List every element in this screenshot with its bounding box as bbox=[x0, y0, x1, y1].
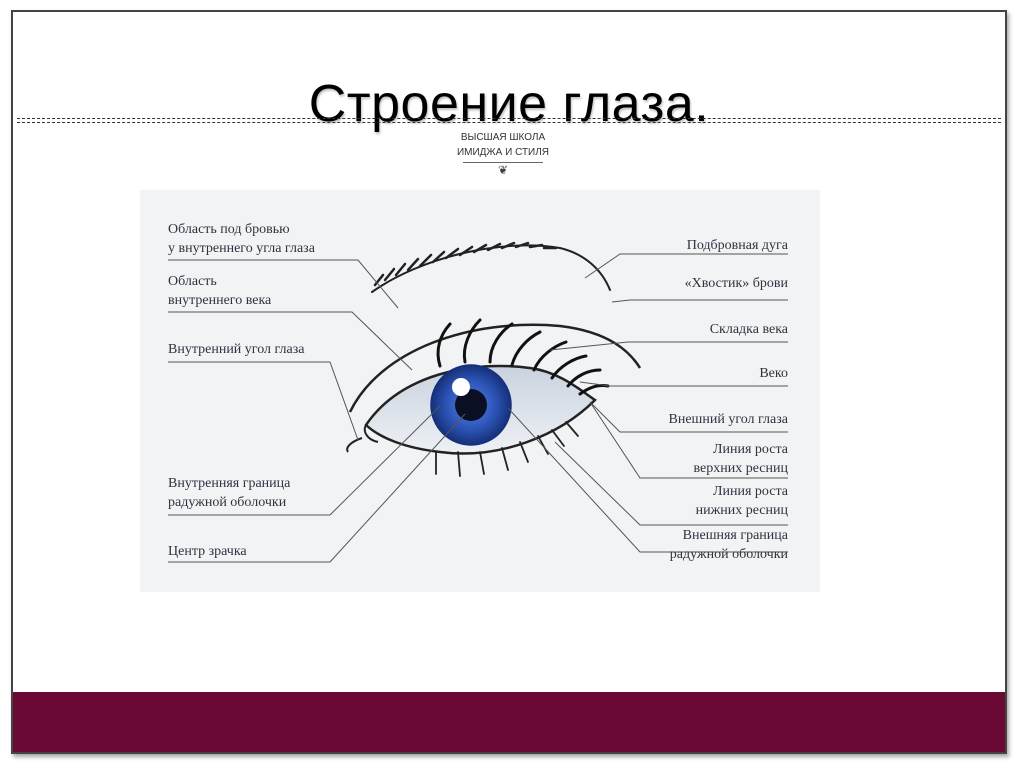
label-outer-iris-border: Внешняя граница радужной оболочки bbox=[669, 528, 788, 562]
pointer-lines-left bbox=[168, 259, 466, 563]
dashed-divider-bottom bbox=[17, 122, 1001, 123]
label-brow-arch: Подбровная дуга bbox=[686, 238, 788, 253]
label-inner-iris-border: Внутренняя граница радужной оболочки bbox=[168, 476, 291, 510]
logo-rule bbox=[463, 162, 543, 163]
label-inner-lid-area: Область внутреннего века bbox=[168, 274, 272, 308]
label-lid-crease: Складка века bbox=[709, 322, 788, 337]
lower-lashes bbox=[435, 421, 579, 477]
eye-illustration bbox=[168, 241, 788, 563]
eyelid-crease bbox=[348, 323, 642, 413]
label-inner-eye-corner: Внутренний угол глаза bbox=[168, 342, 305, 357]
logo-line-1: ВЫСШАЯ ШКОЛА bbox=[460, 132, 546, 143]
label-pupil-center: Центр зрачка bbox=[168, 544, 247, 559]
inner-corner bbox=[363, 424, 379, 443]
label-upper-lash-line: Линия роста верхних ресниц bbox=[693, 442, 788, 476]
label-lower-lash-line: Линия роста нижних ресниц bbox=[695, 484, 788, 518]
label-eyelid: Веко bbox=[759, 366, 788, 381]
pointer-lines-right bbox=[507, 253, 788, 553]
school-logo: ВЫСШАЯ ШКОЛА ИМИДЖА И СТИЛЯ ❦ bbox=[453, 130, 553, 177]
pupil-highlight bbox=[452, 378, 470, 396]
footer-bar bbox=[13, 692, 1005, 752]
label-under-brow-area: Область под бровью у внутреннего угла гл… bbox=[168, 222, 315, 256]
upper-lashes bbox=[436, 318, 610, 396]
eyebrow bbox=[371, 241, 611, 293]
label-brow-tail: «Хвостик» брови bbox=[684, 276, 788, 291]
dashed-divider-top bbox=[17, 118, 1001, 119]
eye-diagram: Область под бровью у внутреннего угла гл… bbox=[140, 190, 820, 592]
logo-ornament-icon: ❦ bbox=[497, 163, 509, 177]
slide: Строение глаза. ВЫСШАЯ ШКОЛА ИМИДЖА И СТ… bbox=[11, 10, 1007, 754]
slide-title: Строение глаза. bbox=[308, 75, 710, 133]
pupil bbox=[455, 389, 487, 421]
logo-line-2: ИМИДЖА И СТИЛЯ bbox=[456, 147, 550, 158]
label-outer-eye-corner: Внешний угол глаза bbox=[668, 412, 788, 427]
